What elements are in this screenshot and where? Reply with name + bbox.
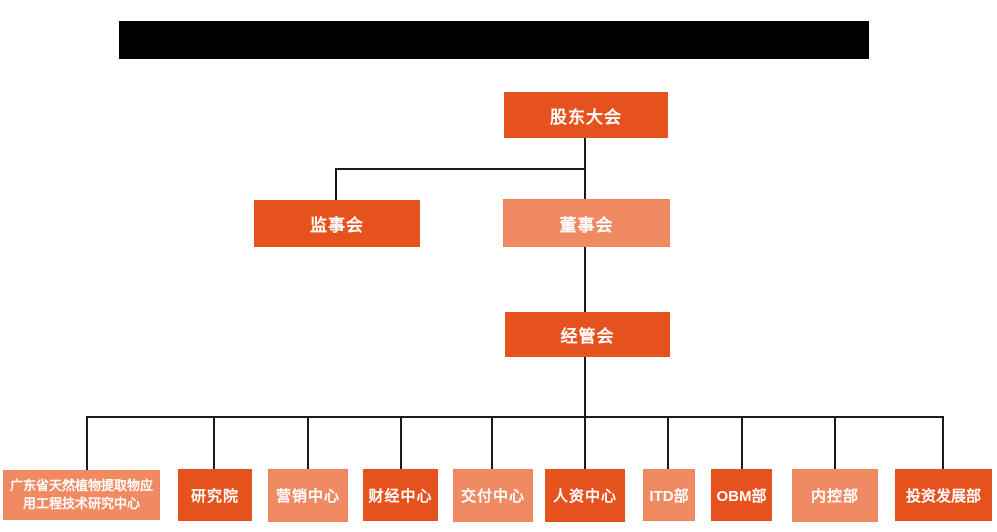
org-node-dept-hr-center: 人资中心 [545, 469, 625, 522]
connector-drop-finance-center [400, 416, 402, 470]
org-node-dept-delivery-center: 交付中心 [453, 469, 533, 522]
org-node-dept-research-institute: 研究院 [178, 469, 252, 521]
connector-management-vertical [584, 357, 586, 470]
connector-department-bus [86, 416, 944, 418]
redacted-title-bar [119, 21, 869, 59]
org-node-dept-research-center: 广东省天然植物提取物应用工程技术研究中心 [3, 470, 160, 520]
connector-drop-itd-dept [667, 416, 669, 470]
connector-supervisors-vertical [335, 168, 337, 200]
org-node-supervisory-board: 监事会 [254, 200, 420, 247]
org-node-dept-internal-control: 内控部 [792, 469, 878, 522]
org-node-management-committee: 经管会 [505, 312, 670, 357]
connector-supervisors-branch [335, 168, 586, 170]
org-node-board-of-directors: 董事会 [503, 199, 670, 247]
org-node-dept-marketing-center: 营销中心 [268, 469, 348, 522]
org-node-dept-obm: OBM部 [711, 469, 772, 521]
connector-drop-delivery-center [491, 416, 493, 470]
org-node-dept-itd: ITD部 [643, 469, 695, 521]
connector-directors-management [584, 247, 586, 312]
connector-drop-obm-dept [741, 416, 743, 470]
org-node-shareholders-meeting: 股东大会 [504, 92, 668, 138]
connector-drop-research-institute [213, 416, 215, 470]
org-node-dept-finance-center: 财经中心 [363, 469, 438, 521]
connector-drop-research-center [86, 416, 88, 470]
connector-drop-internal-control-dept [834, 416, 836, 470]
connector-drop-marketing-center [307, 416, 309, 470]
connector-drop-investment-dev-dept [942, 416, 944, 470]
org-node-dept-investment-development: 投资发展部 [895, 469, 992, 521]
